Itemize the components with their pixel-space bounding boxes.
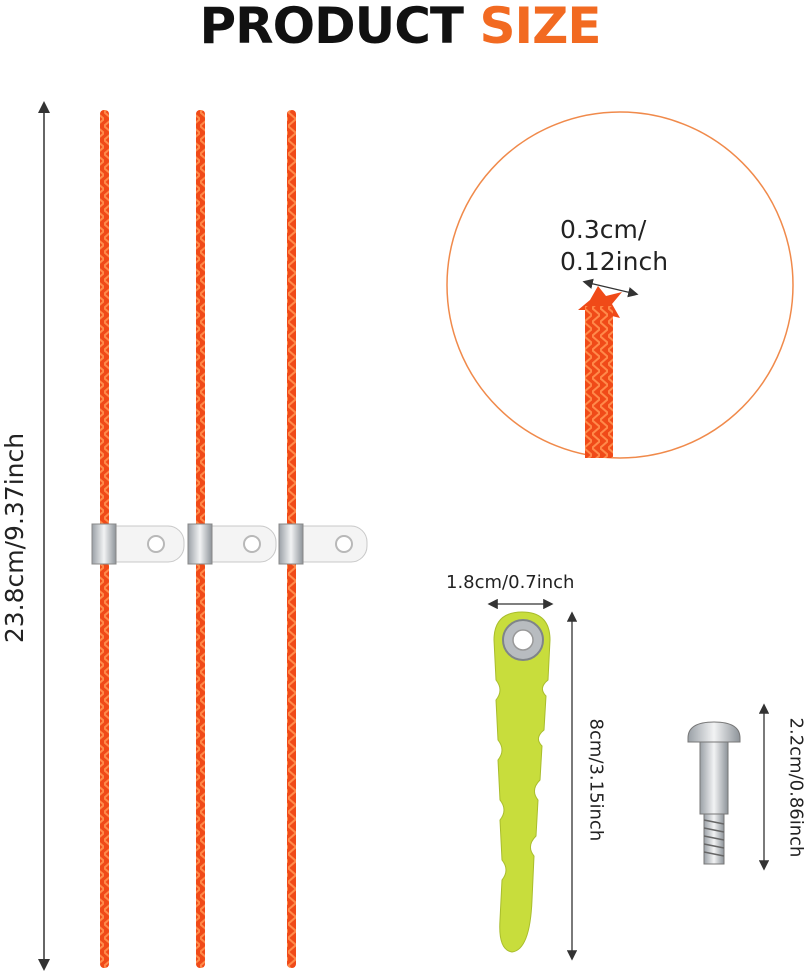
screw bbox=[687, 703, 770, 871]
line-length-label: 23.8cm/9.37inch bbox=[0, 432, 29, 644]
blade-width-label: 1.8cm/0.7inch bbox=[446, 572, 575, 593]
metal-clip-3 bbox=[278, 523, 368, 565]
title-size: SIZE bbox=[479, 0, 601, 55]
metal-clip-2 bbox=[187, 523, 277, 565]
line-detail-circle bbox=[446, 111, 794, 459]
line-diameter-label-1: 0.3cm/ bbox=[560, 215, 647, 244]
blade-length-label: 8cm/3.15inch bbox=[585, 718, 607, 842]
screw-length-label: 2.2cm/0.86inch bbox=[785, 717, 807, 858]
trimmer-blade bbox=[487, 598, 578, 961]
line-diameter-label: 0.3cm/ 0.12inch bbox=[560, 214, 668, 278]
page-title: PRODUCT SIZE bbox=[0, 0, 800, 52]
metal-clip-1 bbox=[91, 523, 185, 565]
title-product: PRODUCT bbox=[199, 0, 464, 55]
line-diameter-label-2: 0.12inch bbox=[560, 247, 669, 276]
